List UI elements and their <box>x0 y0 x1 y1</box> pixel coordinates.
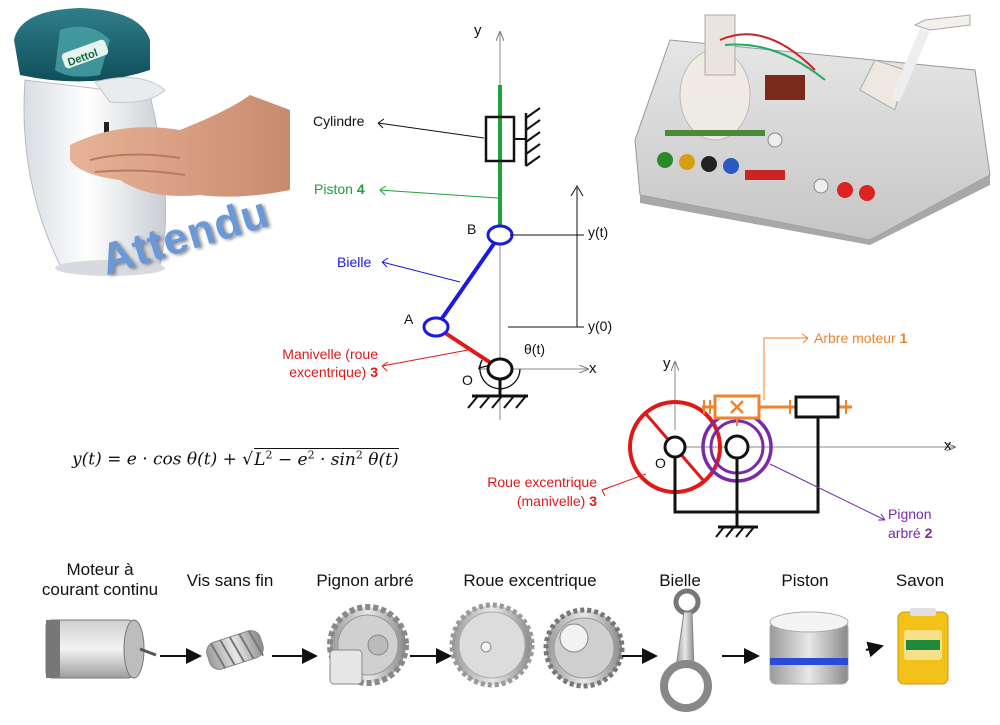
mech-x-label: x <box>589 360 597 377</box>
manivelle-label: Manivelle (roue excentrique) 3 <box>282 346 378 380</box>
pinion-gear-icon <box>327 604 409 686</box>
point-a-label: A <box>404 311 414 327</box>
chain-label-bielle: Bielle <box>659 571 701 590</box>
soap-bottle-icon <box>897 608 949 685</box>
chain-label-savon: Savon <box>895 571 945 590</box>
theta-label: θ(t) <box>524 341 545 357</box>
pignon-arbre-label: Pignon arbré 2 <box>888 506 933 541</box>
y-t-label: y(t) <box>588 224 609 240</box>
eccentric-wheel-icon <box>449 602 535 688</box>
didactic-bench-drawing <box>634 14 991 245</box>
joint-a <box>422 316 450 338</box>
piston-label: Piston 4 <box>314 181 365 197</box>
eccentric-wheel-back-icon <box>543 607 625 689</box>
connecting-rod-icon <box>660 588 712 712</box>
bielle-label: Bielle <box>337 254 372 270</box>
y-0-label: y(0) <box>588 318 613 334</box>
motor-bearing-symbol <box>794 395 840 419</box>
gear-frame <box>673 415 820 514</box>
chain-label-piston: Piston <box>781 571 829 590</box>
soap-dispenser-drawing: Dettol <box>14 8 290 276</box>
worm-screw-icon <box>206 630 264 670</box>
didactic-bench-photo <box>625 0 1000 245</box>
mech-y-label: y <box>474 22 482 39</box>
soap-dispenser-photo: Dettol <box>0 0 290 280</box>
gear-x-label: x <box>944 437 952 454</box>
chain-label-vis: Vis sans fin <box>186 571 274 590</box>
gear-o-label: O <box>655 455 666 471</box>
cylindre-label: Cylindre <box>313 113 365 129</box>
roue-excentrique-label: Roue excentrique (manivelle) 3 <box>487 474 597 509</box>
gear-y-label: y <box>663 355 671 372</box>
bielle-rod <box>434 233 502 329</box>
theta-arc <box>479 359 521 390</box>
point-o-label: O <box>462 372 473 388</box>
piston-icon <box>769 611 849 685</box>
chain-label-roue: Roue excentrique <box>463 571 597 590</box>
arbre-moteur-label: Arbre moteur 1 <box>814 330 908 346</box>
position-formula: y(t) = e · cos θ(t) + √L2 − e2 · sin2 θ(… <box>72 447 399 470</box>
chain-label-pignon: Pignon arbré <box>316 571 414 590</box>
motor-icon <box>45 619 157 679</box>
point-b-label: B <box>467 221 477 237</box>
chain-label-moteur: Moteur à courant continu <box>41 560 159 599</box>
